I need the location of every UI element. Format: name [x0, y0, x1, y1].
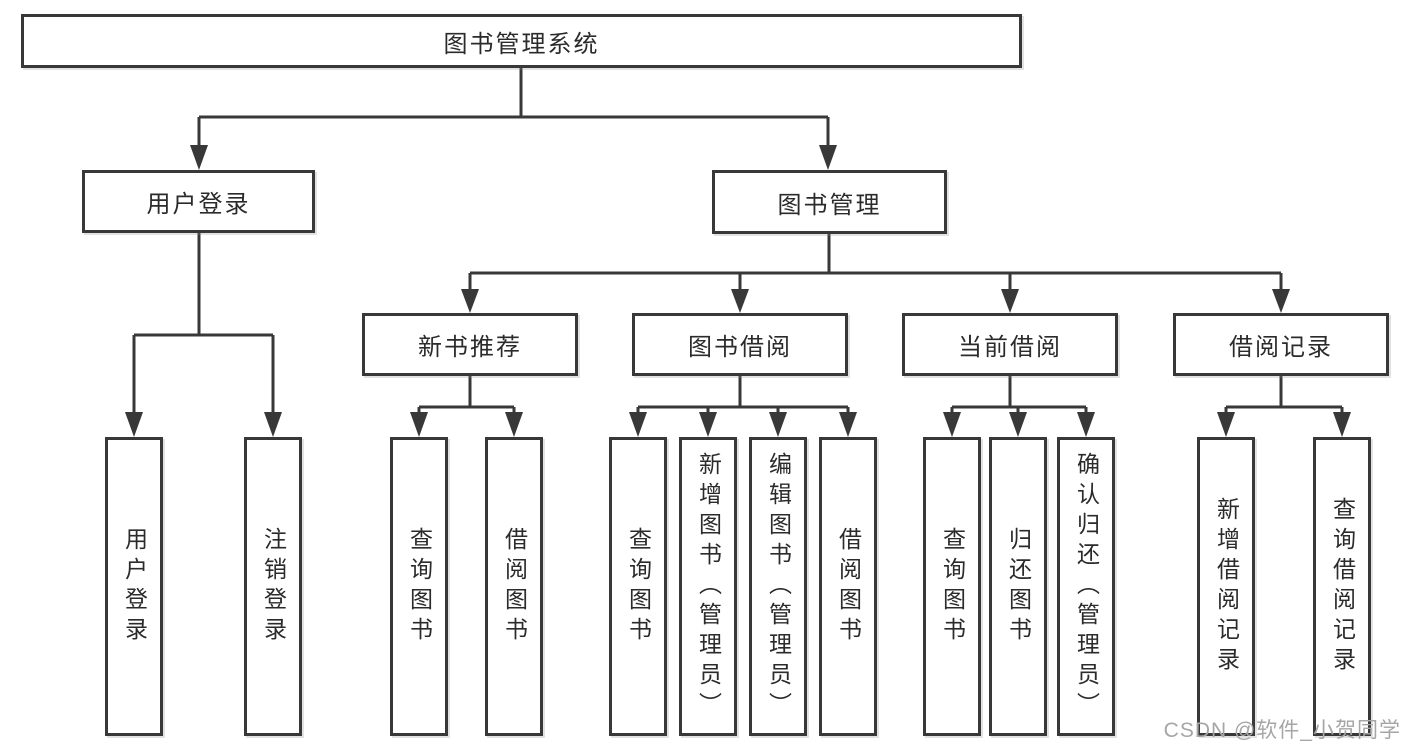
leaf-return-books: 归还图书 — [989, 437, 1047, 736]
csdn-watermark: CSDN @软件_小贺同学 — [1163, 719, 1401, 742]
node-new-book-recommend: 新书推荐 — [362, 313, 578, 376]
leaf-edit-books-admin: 编辑图书（管理员） — [749, 437, 807, 736]
node-book-management: 图书管理 — [712, 170, 947, 234]
node-current-borrowing: 当前借阅 — [902, 313, 1118, 376]
leaf-query-books-recommend: 查询图书 — [390, 437, 448, 736]
leaf-query-borrow-record: 查询借阅记录 — [1313, 437, 1371, 736]
arrowheads — [125, 145, 1351, 437]
leaf-borrow-books-recommend: 借阅图书 — [485, 437, 543, 736]
node-book-borrowing: 图书借阅 — [632, 313, 848, 376]
leaf-query-books-borrowing: 查询图书 — [609, 437, 667, 736]
leaf-confirm-return-admin: 确认归还（管理员） — [1057, 437, 1115, 736]
node-library-system: 图书管理系统 — [21, 14, 1022, 68]
leaf-logout: 注销登录 — [244, 437, 302, 736]
leaf-add-borrow-record: 新增借阅记录 — [1197, 437, 1255, 736]
leaf-borrow-books: 借阅图书 — [819, 437, 877, 736]
node-borrow-records: 借阅记录 — [1173, 313, 1389, 376]
leaf-query-books-current: 查询图书 — [923, 437, 981, 736]
leaf-user-login: 用户登录 — [105, 437, 163, 736]
leaf-add-books-admin: 新增图书（管理员） — [679, 437, 737, 736]
node-user-login: 用户登录 — [82, 170, 315, 233]
